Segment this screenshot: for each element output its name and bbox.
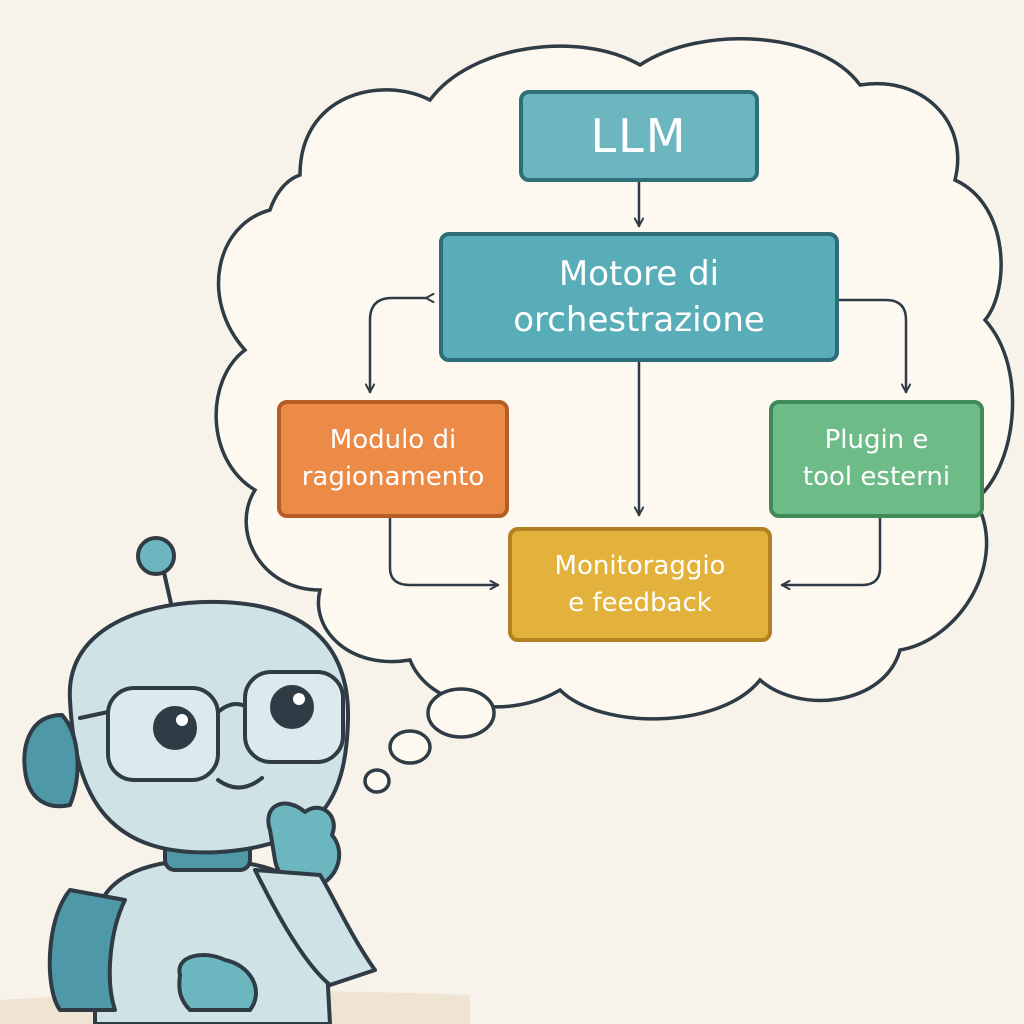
node-reasoning-module-label: Modulo di ragionamento [301, 425, 485, 492]
edge-plugin-to-monitor [780, 516, 882, 585]
robot-resting-hand [177, 953, 258, 1012]
robot-forearm [253, 868, 377, 987]
node-orchestration-engine: Motore di orchestrazione [439, 232, 839, 362]
node-llm-label: LLM [590, 109, 688, 163]
node-llm: LLM [519, 90, 759, 182]
thought-bubble-large [426, 687, 496, 739]
node-monitoring-feedback: Monitoraggio e feedback [508, 527, 772, 642]
robot-ear [22, 713, 80, 809]
robot-left-arm [47, 888, 127, 1012]
thought-bubble-small [363, 768, 391, 794]
node-external-plugins-label: Plugin e tool esterni [802, 425, 951, 492]
thought-bubble-medium [388, 729, 432, 765]
robot-antenna-stem [161, 566, 174, 610]
node-orchestration-engine-label: Motore di orchestrazione [513, 254, 765, 340]
node-external-plugins: Plugin e tool esterni [769, 400, 984, 518]
node-monitoring-feedback-label: Monitoraggio e feedback [554, 550, 726, 618]
robot-antenna-ball [136, 536, 176, 576]
robot-glasses-arm [78, 710, 110, 720]
robot-eye-right [270, 685, 314, 729]
robot-glasses-bridge [216, 702, 247, 714]
edge-engine-to-reason [370, 298, 426, 394]
robot [22, 536, 377, 1024]
edge-engine-to-plugin [837, 298, 906, 394]
thought-cloud [214, 37, 1015, 721]
robot-eye-left [153, 706, 197, 750]
robot-smile [216, 776, 264, 790]
edge-reason-to-monitor [388, 516, 500, 585]
node-reasoning-module: Modulo di ragionamento [277, 400, 509, 518]
